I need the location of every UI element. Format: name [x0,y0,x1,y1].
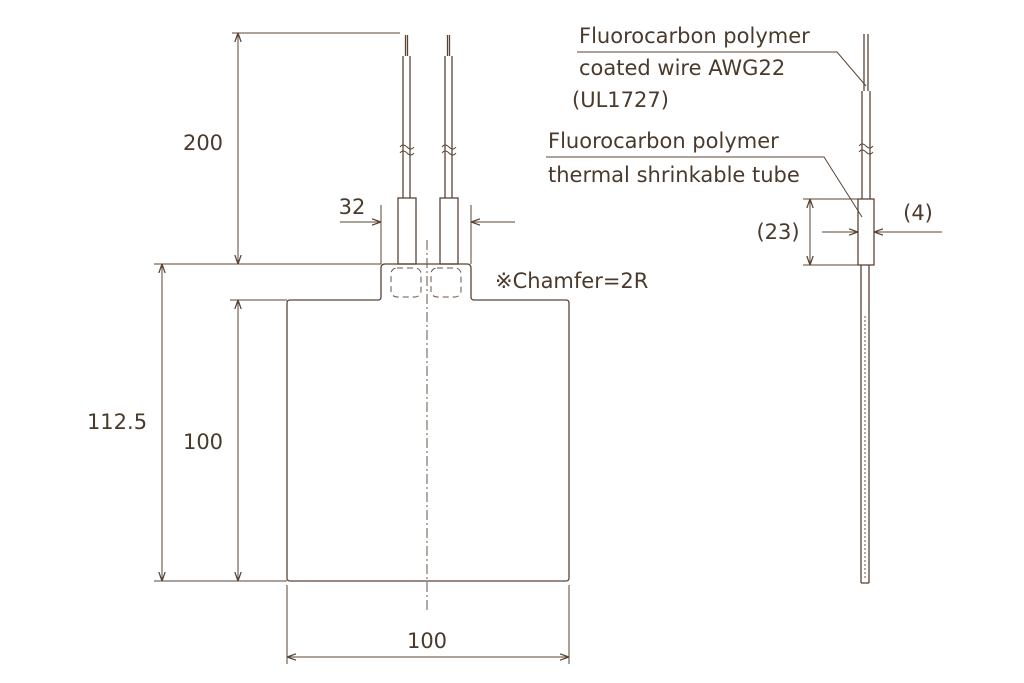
heater-width-value: 100 [407,629,447,653]
front-view: 200 32 112.5 100 100 [87,32,648,664]
lead-tube-right [439,197,459,265]
dimension-heater-width: 100 [286,585,570,664]
tube-label-line1: Fluorocarbon polymer [548,129,779,153]
dimension-overall-height: 112.5 [87,263,287,582]
dimension-tube-length: (23) [756,198,858,266]
overall-height-value: 112.5 [87,410,147,434]
lead-wire-right [441,35,457,198]
lead-spacing-value: 32 [339,195,366,219]
terminal-pad-right [430,267,462,298]
side-view: Fluorocarbon polymer coated wire AWG22 (… [546,24,942,584]
chamfer-note: ※Chamfer=2R [495,269,648,293]
dimension-lead-spacing: 32 [339,195,515,264]
heater-outline [286,263,570,582]
tube-callout: Fluorocarbon polymer thermal shrinkable … [546,129,863,218]
lead-tube-left [397,197,417,265]
tube-label-line2: thermal shrinkable tube [548,163,800,187]
side-wire [858,34,874,199]
lead-wire-left [399,35,415,198]
wire-label-line3: (UL1727) [572,88,669,112]
wire-label-line1: Fluorocarbon polymer [579,24,810,48]
thickness-value: (4) [903,201,933,225]
wire-callout: Fluorocarbon polymer coated wire AWG22 (… [572,24,867,112]
side-shrink-tube [857,198,875,266]
dimension-wire-length: 200 [183,32,400,265]
terminal-pad-left [390,267,422,298]
side-heater-sheet [860,265,870,584]
tube-length-value: (23) [756,220,799,244]
dimension-thickness: (4) [822,201,942,232]
dimension-heater-height: 100 [183,299,287,581]
wire-length-value: 200 [183,131,223,155]
wire-label-line2: coated wire AWG22 [579,56,785,80]
heater-height-value: 100 [183,430,223,454]
